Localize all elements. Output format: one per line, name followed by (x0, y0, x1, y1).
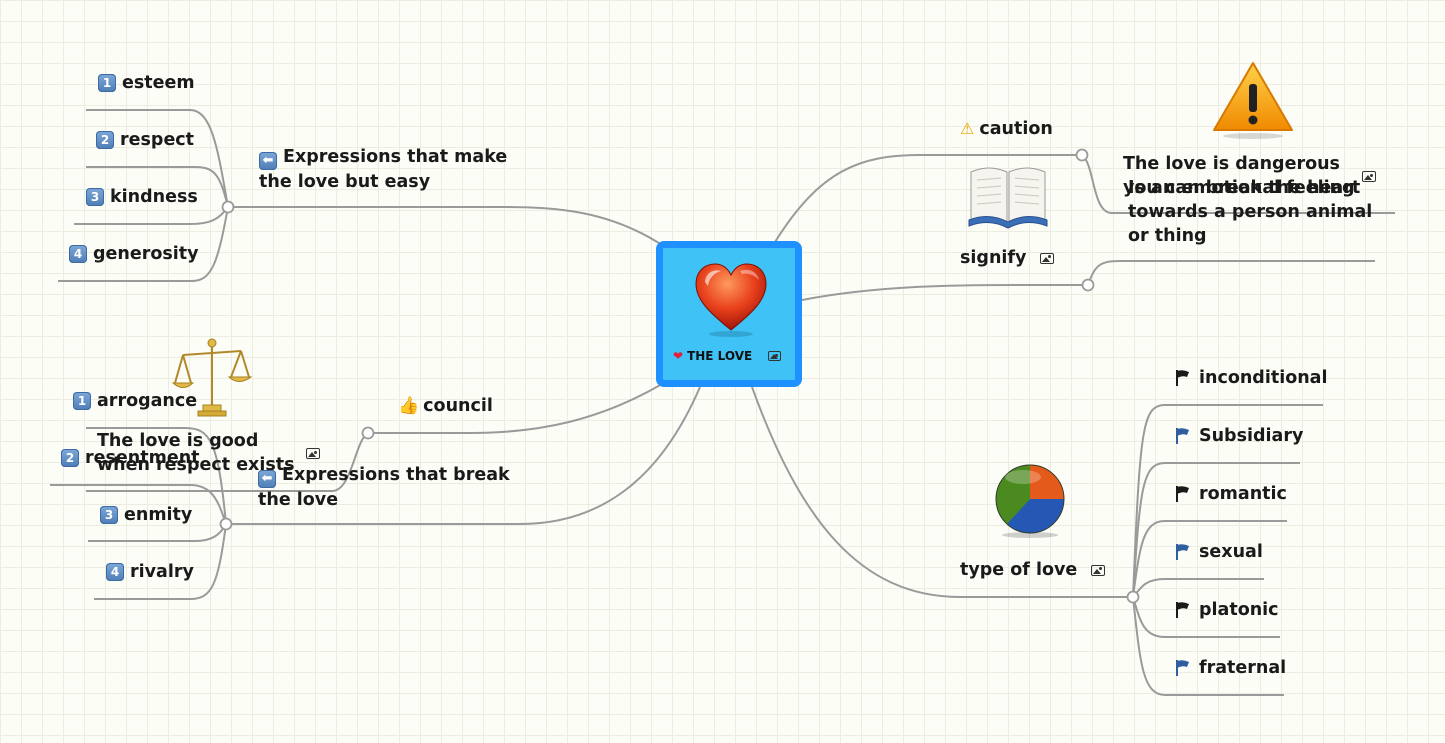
central-title-text: THE LOVE (687, 349, 753, 363)
type-label: romantic (1199, 484, 1287, 504)
branch-signify-label: signify (960, 248, 1027, 268)
item-rivalry[interactable]: 4 rivalry (106, 560, 194, 584)
item-label: enmity (124, 505, 193, 525)
image-icon (1362, 171, 1376, 182)
council-note: The love is good when respect exists (97, 429, 307, 477)
heart-icon (695, 263, 767, 337)
branch-break[interactable]: ⬅Expressions that break the love (258, 463, 528, 512)
branch-types[interactable]: type of love (960, 558, 1106, 582)
caution-note-text: The love is dangerous you can break the … (1123, 154, 1361, 198)
image-icon (306, 448, 320, 459)
branch-break-label: Expressions that break the love (258, 465, 510, 510)
item-label: rivalry (130, 562, 194, 582)
image-icon (1040, 252, 1055, 264)
type-subsidiary[interactable]: Subsidiary (1175, 424, 1303, 448)
central-title: ❤ THE LOVE (673, 349, 782, 363)
thumbs-up-icon: 👍 (398, 396, 420, 416)
left-arrow-icon: ⬅ (259, 152, 277, 170)
number-2-icon: 2 (96, 131, 114, 149)
item-esteem[interactable]: 1 esteem (98, 71, 195, 95)
type-sexual[interactable]: sexual (1175, 540, 1263, 564)
flag-icon (1176, 370, 1189, 386)
scales-icon (171, 338, 253, 417)
item-resentment[interactable]: 2 resentment (61, 446, 200, 470)
type-label: fraternal (1199, 658, 1287, 678)
type-inconditional[interactable]: inconditional (1175, 366, 1328, 390)
item-generosity[interactable]: 4 generosity (69, 242, 199, 266)
warning-small-icon: ⚠ (960, 119, 975, 138)
item-label: kindness (110, 187, 198, 207)
item-label: esteem (122, 73, 195, 93)
heart-small-icon: ❤ (673, 349, 684, 363)
connector-nodes (219, 148, 1140, 604)
item-label: respect (120, 130, 195, 150)
type-fraternal[interactable]: fraternal (1175, 656, 1286, 680)
pie-chart-icon (995, 464, 1065, 538)
item-label: generosity (93, 244, 199, 264)
type-label: Subsidiary (1199, 426, 1304, 446)
item-enmity[interactable]: 3 enmity (100, 503, 192, 527)
type-label: inconditional (1199, 368, 1328, 388)
item-label: arrogance (97, 391, 198, 411)
number-2-icon: 2 (61, 449, 79, 467)
item-kindness[interactable]: 3 kindness (86, 185, 198, 209)
warning-icon (1213, 62, 1293, 139)
branch-council[interactable]: 👍council (398, 394, 493, 418)
council-note-text: The love is good when respect exists (97, 431, 295, 475)
type-label: sexual (1199, 542, 1263, 562)
number-4-icon: 4 (106, 563, 124, 581)
signify-note: Is an emotional feeling towards a person… (1128, 176, 1378, 248)
type-romantic[interactable]: romantic (1175, 482, 1287, 506)
number-1-icon: 1 (98, 74, 116, 92)
branch-council-label: council (423, 396, 493, 416)
item-respect[interactable]: 2 respect (96, 128, 194, 152)
caution-note: The love is dangerous you can break the … (1123, 152, 1363, 200)
flag-icon (1176, 660, 1189, 676)
branch-make-easy[interactable]: ⬅Expressions that make the love but easy (259, 145, 529, 194)
number-3-icon: 3 (100, 506, 118, 524)
number-1-icon: 1 (73, 392, 91, 410)
branch-types-label: type of love (960, 560, 1078, 580)
number-3-icon: 3 (86, 188, 104, 206)
left-arrow-icon: ⬅ (258, 470, 276, 488)
type-platonic[interactable]: platonic (1175, 598, 1279, 622)
book-icon (968, 167, 1048, 229)
branch-signify[interactable]: signify (960, 246, 1055, 270)
image-icon (1091, 564, 1106, 576)
type-label: platonic (1199, 600, 1279, 620)
flag-icon (1176, 544, 1189, 560)
branch-caution[interactable]: ⚠caution (960, 117, 1053, 141)
image-icon (768, 351, 782, 361)
signify-note-text: Is an emotional feeling towards a person… (1128, 178, 1373, 246)
item-label: resentment (85, 448, 200, 468)
item-arrogance[interactable]: 1 arrogance (73, 389, 197, 413)
branch-caution-label: caution (979, 119, 1053, 139)
number-4-icon: 4 (69, 245, 87, 263)
flag-icon (1176, 486, 1189, 502)
central-topic[interactable]: ❤ THE LOVE (656, 241, 802, 387)
branch-make-easy-label: Expressions that make the love but easy (259, 147, 508, 192)
flag-icon (1176, 428, 1189, 444)
flag-icon (1176, 602, 1189, 618)
